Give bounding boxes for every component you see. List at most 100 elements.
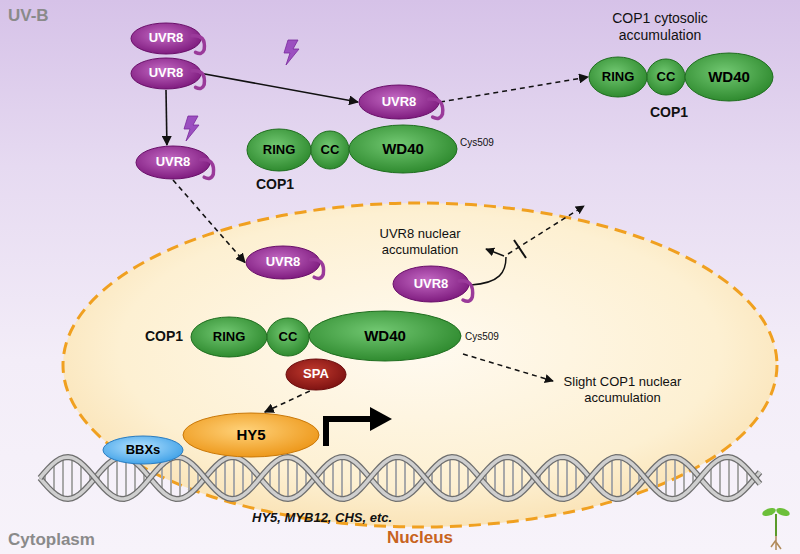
base-pair	[620, 457, 622, 498]
signal-arrow	[202, 74, 358, 103]
base-pair	[521, 464, 523, 492]
cop1-domain-body	[647, 59, 685, 95]
bbx-factor-body	[103, 436, 183, 464]
node-label: RING	[263, 143, 296, 158]
protein-label: COP1	[650, 104, 688, 121]
base-pair	[89, 472, 91, 484]
signal-arrow	[165, 90, 168, 145]
base-pair	[710, 466, 712, 491]
base-pair	[134, 462, 136, 494]
base-pair	[683, 461, 685, 494]
cop1-domain-body	[685, 53, 773, 101]
uvr8-c-terminal-tail	[310, 260, 323, 279]
base-pair	[287, 457, 289, 499]
base-pair	[602, 464, 604, 492]
node-label: SPA	[303, 367, 329, 382]
cop1-domain: RING	[190, 316, 268, 358]
cop1-domain: CC	[310, 130, 350, 170]
hy5-factor: HY5	[182, 412, 320, 458]
dna-strand-edge	[40, 457, 760, 499]
base-pair	[557, 458, 559, 499]
cop1-domain-body	[589, 57, 647, 97]
base-pair	[143, 471, 145, 485]
node-label: UVR8	[382, 95, 417, 110]
uvr8-protein: UVR8	[130, 57, 202, 90]
base-pair	[719, 459, 721, 497]
cop1-domain: WD40	[684, 52, 774, 102]
base-pair	[377, 469, 379, 488]
node-label: CC	[657, 70, 676, 85]
transcription-arrow	[326, 419, 372, 446]
base-pair	[305, 468, 307, 489]
export-arrow	[508, 206, 584, 254]
base-pair	[485, 471, 487, 485]
dna-strand	[40, 457, 760, 499]
cop1-domain: WD40	[308, 310, 462, 362]
node-label: UVR8	[149, 66, 184, 81]
base-pair	[107, 464, 109, 492]
base-pair	[548, 463, 550, 493]
seedling-icon	[761, 506, 791, 550]
base-pair	[422, 476, 424, 481]
base-pair	[179, 457, 181, 499]
base-pair	[692, 470, 694, 486]
region-label: Nucleus	[60, 529, 780, 547]
accumulation-arrow	[486, 249, 504, 256]
cop1-domain: RING	[588, 56, 648, 98]
base-pair	[755, 477, 757, 479]
node-label: RING	[602, 70, 635, 85]
base-pair	[494, 462, 496, 494]
base-pair	[638, 471, 640, 485]
base-pair	[386, 461, 388, 496]
signal-arrow	[173, 180, 245, 263]
cop1-domain: CC	[646, 58, 686, 96]
base-pair	[656, 465, 658, 492]
stimulus-label: UV-B	[8, 6, 49, 26]
base-pair	[413, 466, 415, 491]
gene-list: HY5, MYB12, CHS, etc.	[252, 510, 392, 526]
uvr8-c-terminal-tail	[429, 99, 443, 118]
base-pair	[449, 457, 451, 499]
cop1-domain-body	[349, 125, 457, 173]
base-pair	[395, 457, 397, 499]
cop1-domain: WD40	[348, 124, 458, 174]
uvr8-c-terminal-tail	[192, 71, 205, 89]
base-pair	[71, 458, 73, 499]
base-pair	[98, 473, 100, 483]
node-label: BBXs	[126, 443, 161, 458]
base-pair	[269, 467, 271, 490]
base-pair	[170, 458, 172, 497]
base-pair	[584, 472, 586, 484]
node-label: HY5	[236, 426, 265, 443]
base-pair	[332, 460, 334, 496]
uvr8-protein-body	[136, 146, 210, 179]
node-label: WD40	[364, 327, 406, 344]
dna-helix	[40, 457, 760, 499]
uvr8-protein-body	[359, 85, 439, 119]
base-pair	[215, 466, 217, 491]
base-pair	[458, 458, 460, 497]
cop1-domain: CC	[266, 317, 310, 357]
base-pair	[188, 461, 190, 494]
cop1-domain-body	[311, 131, 349, 169]
base-pair	[674, 457, 676, 499]
base-pair	[233, 457, 235, 499]
base-pair	[341, 457, 343, 499]
process-note: Slight COP1 nuclear accumulation	[540, 374, 705, 405]
base-pair	[278, 459, 280, 496]
node-label: WD40	[382, 140, 424, 157]
base-pair	[296, 460, 298, 496]
base-pair	[80, 463, 82, 493]
base-pair	[701, 476, 703, 481]
accumulation-curve	[471, 257, 506, 285]
cop1-domain-body	[267, 318, 309, 356]
base-pair	[575, 463, 577, 493]
node-label: RING	[213, 330, 246, 345]
uv-bolt	[184, 116, 199, 141]
base-pair	[44, 472, 46, 484]
signal-arrow	[265, 391, 310, 412]
hy5-factor-body	[183, 413, 319, 457]
uvr8-protein-body	[131, 23, 201, 54]
base-pair	[746, 469, 748, 488]
residue-label: Cys509	[460, 137, 494, 149]
